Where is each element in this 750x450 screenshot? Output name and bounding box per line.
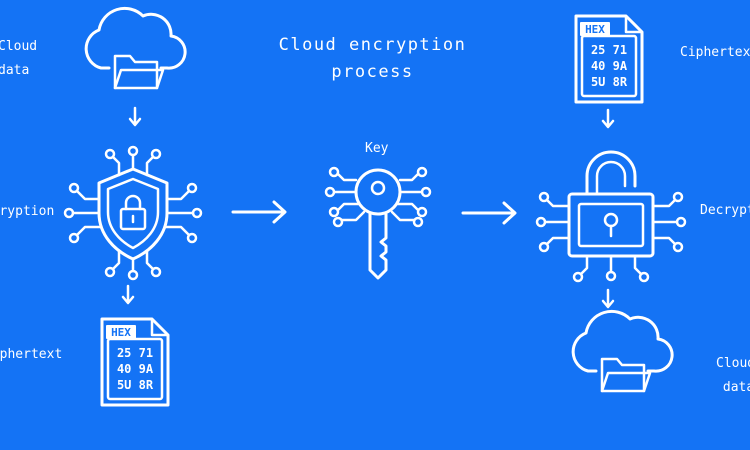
hex-row: 25 71 — [117, 346, 153, 360]
hex-row: 5U 8R — [117, 378, 154, 392]
cloud-data-left-line1: Cloud — [0, 39, 38, 54]
arrow-down-icon — [601, 288, 615, 309]
title-line-2: process — [331, 62, 414, 82]
ciphertext-left-label: Ciphertext — [0, 347, 63, 362]
cloud-folder-icon — [571, 309, 674, 393]
cloud-data-right-line1: Cloud — [716, 356, 750, 371]
arrow-right-icon — [231, 200, 287, 224]
cloud-data-right-label: Cloud data — [716, 352, 750, 400]
open-padlock-circuit-icon — [535, 150, 687, 283]
hex-header: HEX — [585, 23, 605, 36]
arrow-down-icon — [121, 284, 135, 305]
hex-row: 40 9A — [591, 59, 628, 73]
hex-document-icon: HEX 25 71 40 9A 5U 8R — [574, 14, 644, 104]
cloud-data-left-label: Cloud data — [0, 35, 37, 83]
encryption-label: Encryption — [0, 204, 55, 219]
cloud-data-left-line2: data — [0, 63, 30, 78]
hex-header: HEX — [111, 326, 131, 339]
arrow-down-icon — [128, 106, 142, 127]
hex-row: 5U 8R — [591, 75, 628, 89]
shield-lock-circuit-icon — [63, 145, 203, 281]
diagram-title: Cloud encryption process — [240, 32, 505, 86]
ciphertext-right-label: Ciphertext — [680, 45, 750, 60]
key-label: Key — [365, 141, 389, 156]
decryption-label: Decryption — [700, 203, 750, 218]
hex-row: 40 9A — [117, 362, 154, 376]
hex-document-icon: HEX 25 71 40 9A 5U 8R — [100, 317, 170, 407]
cloud-folder-icon — [84, 6, 187, 90]
arrow-down-icon — [601, 108, 615, 129]
title-line-1: Cloud encryption — [278, 35, 467, 55]
hex-row: 25 71 — [591, 43, 627, 57]
cloud-data-right-line2: data — [722, 380, 750, 395]
arrow-right-icon — [461, 201, 517, 225]
key-circuit-icon — [324, 166, 432, 280]
